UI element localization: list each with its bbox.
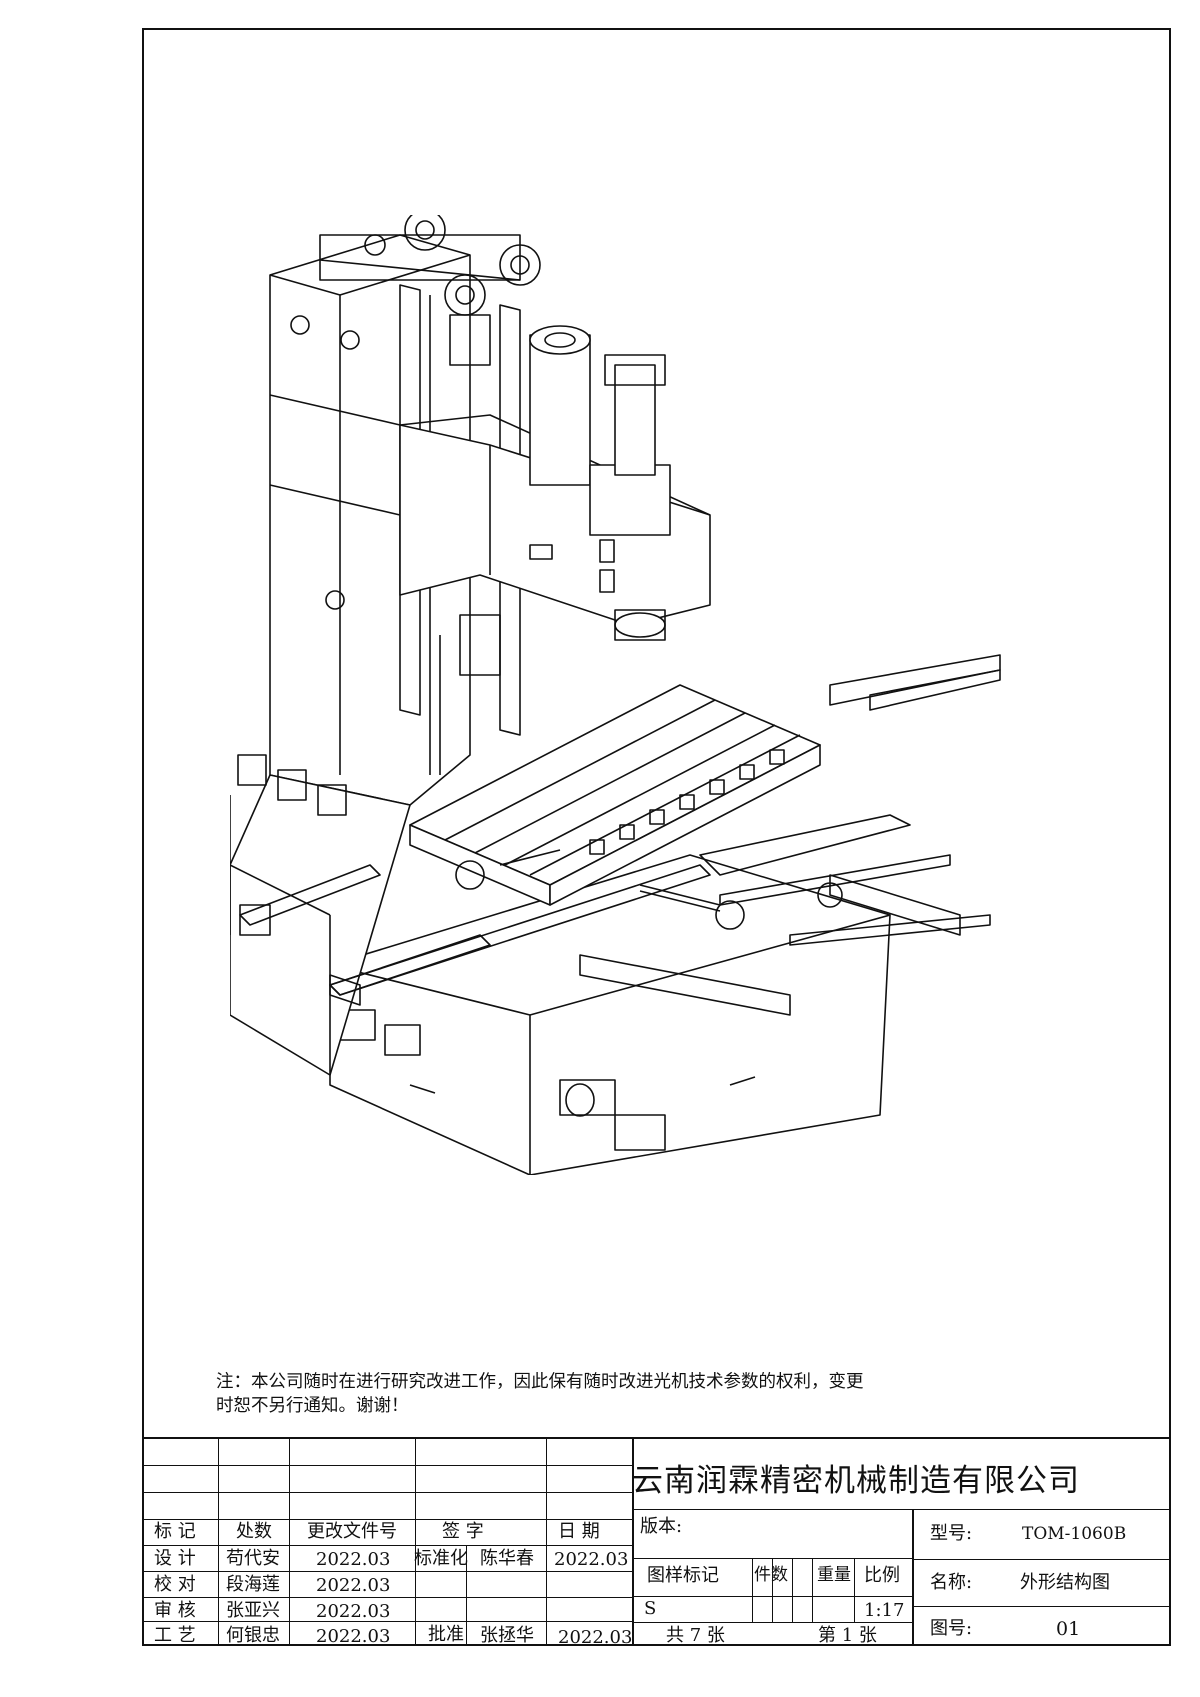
sheet-current: 第 1 张: [818, 1625, 877, 1646]
drawing-frame: [142, 28, 1171, 1646]
approval-label: 批准: [428, 1624, 464, 1645]
notice-line-2: 时恕不另行通知。谢谢！: [216, 1396, 409, 1416]
version-label: 版本:: [640, 1516, 683, 1537]
rev-header-count: 处数: [236, 1521, 272, 1542]
counterweight-assembly: [319, 215, 541, 366]
signoff-date: 2022.03: [316, 1601, 391, 1622]
rev-header-mark: 标 记: [154, 1521, 196, 1542]
sample-mark-label: 图样标记: [647, 1565, 719, 1586]
signoff-role: 工 艺: [154, 1625, 196, 1646]
signoff-name: 段海莲: [226, 1574, 280, 1595]
signoff-date: 2022.03: [316, 1549, 391, 1570]
signoff-role: 校 对: [154, 1574, 196, 1595]
standardization-name: 陈华春: [480, 1548, 534, 1569]
signoff-name: 张亚兴: [226, 1600, 280, 1621]
signoff-role: 审 核: [154, 1600, 196, 1621]
rev-header-sign: 签 字: [442, 1521, 484, 1542]
machine-base: [329, 854, 891, 1175]
standardization-date: 2022.03: [554, 1549, 629, 1570]
drawing-no-value: 01: [1056, 1618, 1081, 1640]
name-label: 名称:: [930, 1572, 973, 1593]
signoff-date: 2022.03: [316, 1626, 391, 1647]
sheets-total: 共 7 张: [666, 1625, 725, 1646]
rev-header-date: 日 期: [558, 1521, 600, 1542]
signoff-name: 苟代安: [226, 1548, 280, 1569]
notice-text: 注：本公司随时在进行研究改进工作，因此保有随时改进光机技术参数的权利，变更 时恕…: [216, 1370, 864, 1418]
signoff-date: 2022.03: [316, 1575, 391, 1596]
rev-header-docno: 更改文件号: [307, 1521, 397, 1542]
chip-guards: [239, 864, 961, 1016]
ballscrews: [455, 849, 843, 930]
machine-drawing: [230, 215, 1001, 1175]
signoff-name: 何银忠: [226, 1625, 280, 1646]
scale-value: 1:17: [864, 1600, 905, 1621]
sample-mark-value: S: [644, 1598, 657, 1619]
weight-label: 重量: [817, 1565, 851, 1585]
approval-date: 2022.03: [558, 1627, 633, 1648]
scale-label: 比例: [864, 1565, 900, 1586]
work-table: [409, 684, 821, 906]
notice-line-1: 注：本公司随时在进行研究改进工作，因此保有随时改进光机技术参数的权利，变更: [216, 1372, 864, 1392]
drawing-no-label: 图号:: [930, 1618, 973, 1639]
model-value: TOM-1060B: [1022, 1524, 1127, 1544]
company-name: 云南润霖精密机械制造有限公司: [632, 1463, 1080, 1499]
approval-name: 张拯华: [480, 1625, 534, 1646]
model-label: 型号:: [930, 1523, 973, 1544]
x-axis-rails: [329, 654, 1001, 1006]
quantity-label: 件数: [754, 1565, 788, 1585]
title-block: 云南润霖精密机械制造有限公司 标 记 处数 更改文件号 签 字 日 期 设 计 …: [142, 1437, 1171, 1648]
standardization-label: 标准化: [414, 1548, 468, 1569]
spindle-head: [399, 325, 711, 641]
name-value: 外形结构图: [1020, 1572, 1110, 1593]
signoff-role: 设 计: [154, 1548, 196, 1569]
